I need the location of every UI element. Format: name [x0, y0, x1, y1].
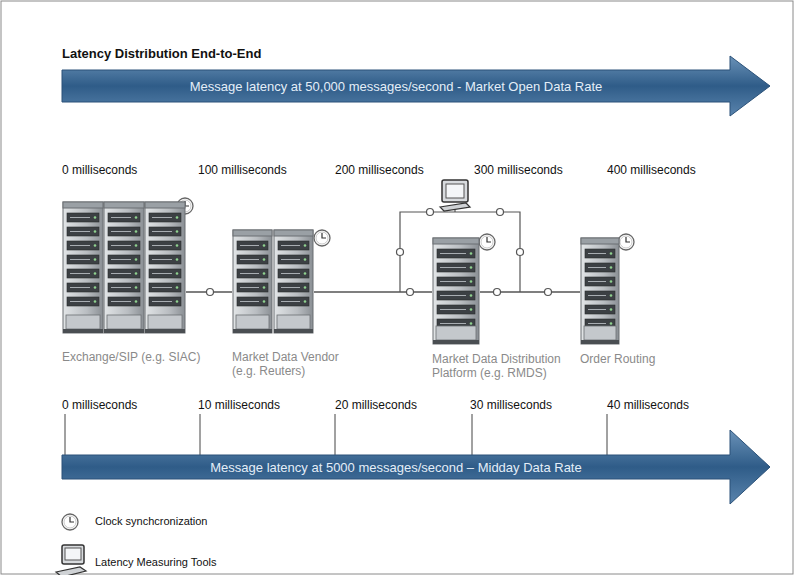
- measuring-bracket: [400, 208, 520, 292]
- time-tick-label: 300 milliseconds: [474, 163, 563, 177]
- diagram-title: Latency Distribution End-to-End: [62, 46, 261, 61]
- legend-computer-icon: [56, 545, 86, 575]
- server-label: Exchange/SIP (e.g. SIAC): [62, 350, 252, 364]
- time-tick-label: 400 milliseconds: [607, 163, 696, 177]
- data-link: [314, 292, 432, 293]
- server-illustration: [580, 236, 620, 346]
- band-text: Message latency at 5000 messages/second …: [62, 455, 730, 479]
- measuring-tool-icon: [440, 180, 470, 211]
- clock-icons: [62, 198, 634, 530]
- band-text-span: Message latency at 5000 messages/second …: [210, 460, 581, 475]
- time-tick-label: 30 milliseconds: [470, 398, 552, 412]
- server-illustration: [62, 200, 186, 335]
- time-tick-label: 100 milliseconds: [198, 163, 287, 177]
- time-tick-label: 10 milliseconds: [198, 398, 280, 412]
- server-node: Order Routing: [580, 236, 620, 346]
- legend-text: Clock synchcronization: [95, 515, 208, 527]
- server-label: Market Data Vendor (e.g. Reuters): [232, 350, 362, 378]
- time-tick-label: 200 milliseconds: [335, 163, 424, 177]
- server-node: Market Data Distribution Platform (e.g. …: [432, 236, 480, 346]
- server-node: Exchange/SIP (e.g. SIAC): [62, 200, 186, 335]
- server-label: Order Routing: [580, 352, 690, 366]
- server-label: Market Data Distribution Platform (e.g. …: [432, 352, 572, 380]
- band-text: Message latency at 50,000 messages/secon…: [62, 70, 730, 102]
- latency-arrow-band: Message latency at 5000 messages/second …: [62, 430, 770, 504]
- time-tick-label: 0 milliseconds: [62, 398, 137, 412]
- server-illustration: [232, 228, 314, 335]
- tick-lines: [65, 414, 607, 455]
- server-node: Market Data Vendor (e.g. Reuters): [232, 228, 314, 335]
- time-tick-label: 20 milliseconds: [335, 398, 417, 412]
- legend-text: Latency Measuring Tools: [95, 556, 216, 568]
- time-tick-label: 40 milliseconds: [607, 398, 689, 412]
- server-illustration: [432, 236, 480, 346]
- latency-arrow-band: Message latency at 50,000 messages/secon…: [62, 56, 770, 116]
- band-text-span: Message latency at 50,000 messages/secon…: [190, 79, 603, 94]
- time-tick-label: 0 milliseconds: [62, 163, 137, 177]
